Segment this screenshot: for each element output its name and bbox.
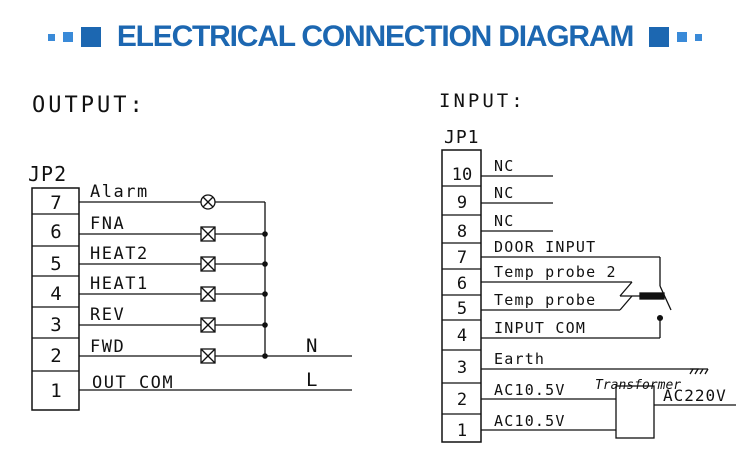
signal-temp-probe-2: Temp probe 2 — [494, 263, 617, 281]
output-wires — [79, 201, 352, 391]
relay-icon — [200, 286, 216, 302]
signal-input-com: INPUT COM — [494, 319, 586, 337]
jp2-pin-3: 3 — [50, 314, 61, 336]
door-switch-icon — [656, 285, 672, 322]
supply-n-label: N — [306, 335, 317, 357]
jp1-pin-4: 4 — [457, 326, 467, 346]
relay-icon — [200, 226, 216, 242]
jp1-pin-8: 8 — [457, 222, 467, 242]
deco-square-icon — [80, 27, 101, 47]
input-heading: INPUT: — [439, 90, 526, 112]
earth-icon — [689, 368, 709, 375]
header: ELECTRICAL CONNECTION DIAGRAM — [0, 14, 750, 60]
signal-door-input: DOOR INPUT — [494, 238, 596, 256]
signal-ac10-5v: AC10.5V — [494, 412, 566, 430]
alarm-lamp-icon — [200, 194, 216, 210]
jp1-pin-3: 3 — [457, 358, 467, 378]
jp1-pin-6: 6 — [457, 274, 467, 294]
transformer-label: Transformer — [595, 378, 681, 393]
jp1-label: JP1 — [444, 127, 480, 148]
signal-fwd: FWD — [90, 337, 125, 357]
jp2-pin-6: 6 — [50, 221, 61, 243]
signal-heat2: HEAT2 — [90, 244, 149, 264]
jp2-pin-1: 1 — [50, 380, 61, 402]
deco-square-icon — [62, 32, 73, 42]
deco-square-icon — [695, 33, 703, 41]
signal-ac10-5v: AC10.5V — [494, 381, 566, 399]
jp1-pin-1: 1 — [457, 421, 467, 441]
jp1-pin-7: 7 — [457, 248, 467, 268]
deco-square-icon — [649, 27, 670, 47]
jp1-pin-10: 10 — [452, 165, 472, 185]
jp1-terminal-block — [441, 149, 482, 443]
signal-fna: FNA — [90, 214, 125, 234]
jp2-pin-4: 4 — [50, 283, 61, 305]
signal-earth: Earth — [494, 350, 545, 368]
signal-temp-probe: Temp probe — [494, 291, 596, 309]
jp1-pin-9: 9 — [457, 193, 467, 213]
signal-alarm: Alarm — [90, 182, 149, 202]
relay-icon — [200, 256, 216, 272]
signal-nc: NC — [494, 157, 514, 175]
mains-label: AC220V — [663, 386, 727, 405]
input-wires — [481, 175, 736, 431]
page-title: ELECTRICAL CONNECTION DIAGRAM — [116, 20, 635, 53]
output-heading: OUTPUT: — [32, 93, 146, 118]
relay-icon — [200, 348, 216, 364]
relay-icon — [200, 317, 216, 333]
deco-square-icon — [47, 33, 55, 41]
signal-heat1: HEAT1 — [90, 274, 149, 294]
transformer-box — [615, 385, 655, 439]
jp1-pin-5: 5 — [457, 299, 467, 319]
jp2-terminal-block — [31, 187, 80, 411]
jp2-pin-2: 2 — [50, 345, 61, 367]
jp2-pin-5: 5 — [50, 253, 61, 275]
jp2-pin-7: 7 — [50, 192, 61, 214]
junction-dots — [262, 231, 268, 359]
signal-nc: NC — [494, 212, 514, 230]
jp2-label: JP2 — [28, 162, 67, 186]
signal-nc: NC — [494, 184, 514, 202]
jp1-pin-2: 2 — [457, 390, 467, 410]
supply-l-label: L — [306, 369, 317, 391]
signal-rev: REV — [90, 305, 125, 325]
temp-probe-icon — [620, 292, 665, 300]
signal-out-com: OUT COM — [92, 373, 174, 393]
deco-square-icon — [677, 32, 688, 42]
